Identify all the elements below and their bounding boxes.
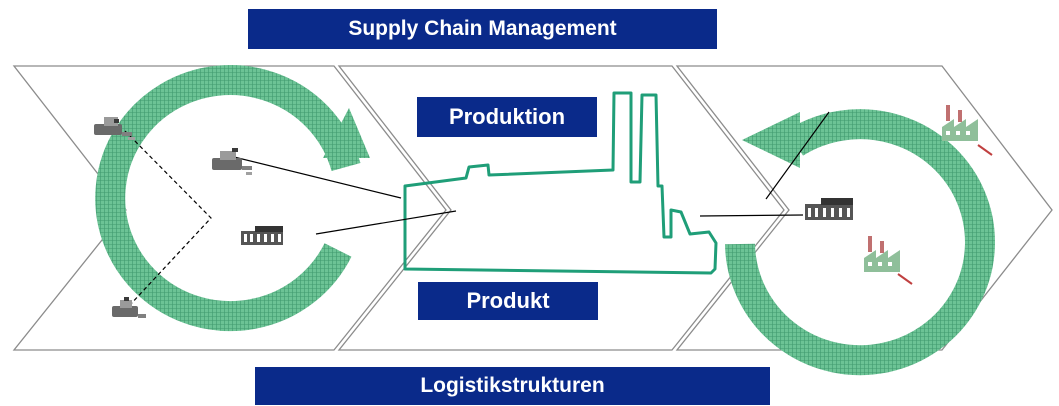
produktion-text: Produktion bbox=[448, 104, 566, 129]
produkt-text: Produkt bbox=[466, 288, 550, 313]
left-cycle-arrow bbox=[95, 65, 370, 332]
dashed-network-lines bbox=[124, 130, 212, 307]
warehouse-icon bbox=[805, 198, 853, 220]
middle-chevron-panel bbox=[337, 65, 785, 351]
factory-icon bbox=[864, 236, 913, 285]
right-cycle-arrow bbox=[725, 109, 995, 376]
logistik-banner: Logistikstrukturen bbox=[255, 367, 770, 405]
machine-icon bbox=[94, 117, 135, 140]
factory-outline bbox=[403, 91, 718, 275]
produktion-label: Produktion bbox=[417, 97, 597, 137]
logistik-text: Logistikstrukturen bbox=[420, 374, 605, 397]
connector-lines bbox=[225, 111, 830, 235]
machine-icon bbox=[212, 148, 252, 175]
warehouse-icon bbox=[241, 226, 283, 245]
title-banner: Supply Chain Management bbox=[248, 9, 717, 49]
factory-icon bbox=[942, 105, 993, 156]
machine-icon bbox=[112, 297, 146, 318]
produkt-label: Produkt bbox=[418, 282, 598, 320]
title-text: Supply Chain Management bbox=[348, 17, 617, 40]
